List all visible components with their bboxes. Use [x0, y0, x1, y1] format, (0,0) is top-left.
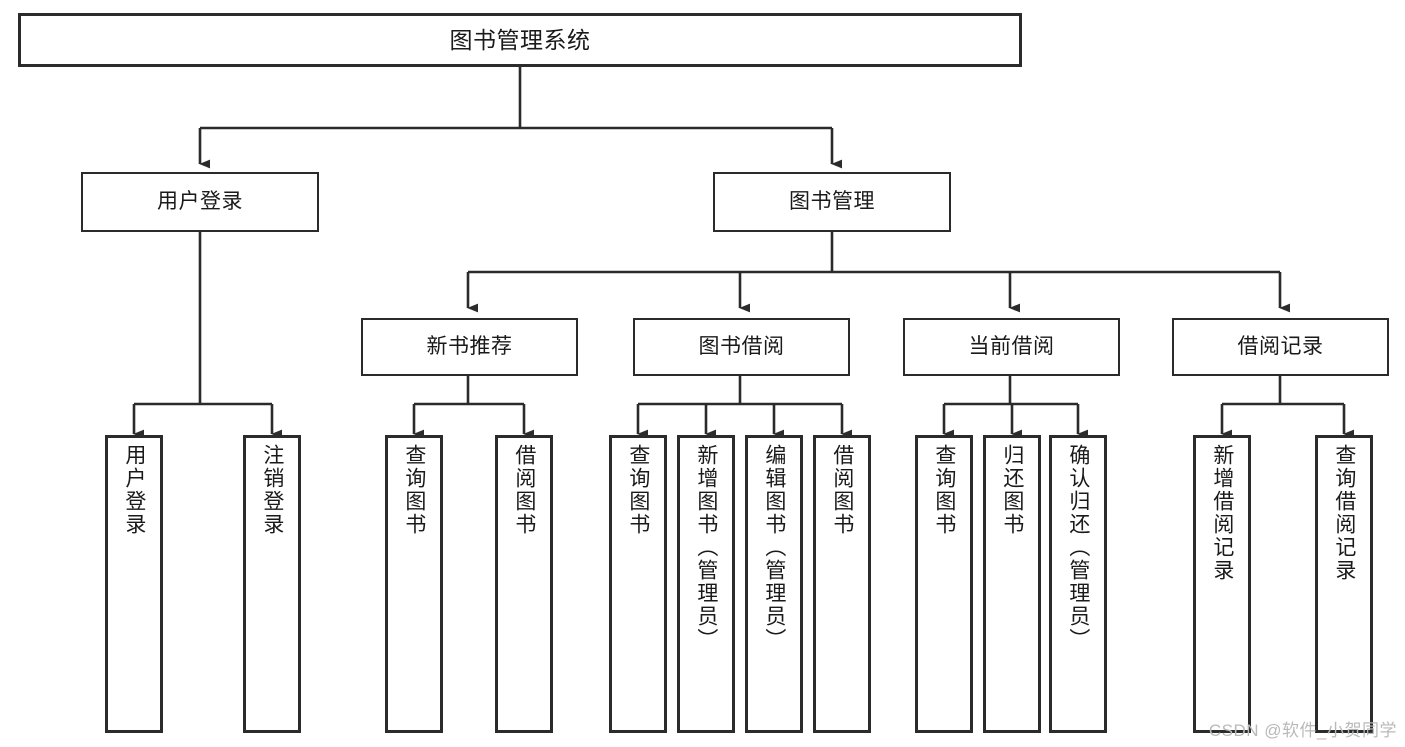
node-label: 图书管理系统	[449, 26, 591, 53]
node-label: 用户登录	[122, 444, 146, 536]
node-label: 借阅图书	[830, 444, 854, 536]
leaf-logout[interactable]: 注销登录	[243, 435, 301, 733]
node-label: 新书推荐	[426, 334, 513, 358]
node-label: 用户登录	[157, 189, 243, 213]
node-label: 新增借阅记录	[1210, 444, 1234, 582]
node-label: 借阅记录	[1237, 334, 1324, 358]
node-book-management-system[interactable]: 图书管理系统	[18, 13, 1022, 67]
leaf-current-return-book[interactable]: 归还图书	[983, 435, 1041, 733]
leaf-user-login[interactable]: 用户登录	[105, 435, 163, 733]
node-book-management[interactable]: 图书管理	[713, 172, 951, 232]
leaf-new-book-borrow[interactable]: 借阅图书	[495, 435, 553, 733]
node-book-borrow[interactable]: 图书借阅	[633, 318, 850, 376]
leaf-borrow-borrow-book[interactable]: 借阅图书	[813, 435, 871, 733]
node-label: 编辑图书（管理员）	[762, 444, 786, 651]
leaf-current-query-book[interactable]: 查询图书	[915, 435, 973, 733]
node-label: 确认归还（管理员）	[1066, 444, 1090, 651]
node-borrow-record[interactable]: 借阅记录	[1172, 318, 1389, 376]
leaf-record-add[interactable]: 新增借阅记录	[1193, 435, 1251, 733]
node-user-login[interactable]: 用户登录	[81, 172, 319, 232]
node-label: 借阅图书	[512, 444, 536, 536]
node-label: 注销登录	[260, 444, 284, 536]
leaf-borrow-query-book[interactable]: 查询图书	[609, 435, 667, 733]
node-label: 查询图书	[402, 444, 426, 536]
node-new-book-recommend[interactable]: 新书推荐	[361, 318, 578, 376]
node-current-borrow[interactable]: 当前借阅	[903, 318, 1120, 376]
node-label: 查询借阅记录	[1332, 444, 1356, 582]
node-label: 归还图书	[1000, 444, 1024, 536]
leaf-current-confirm-return-admin[interactable]: 确认归还（管理员）	[1049, 435, 1107, 733]
node-label: 查询图书	[626, 444, 650, 536]
leaf-record-query[interactable]: 查询借阅记录	[1315, 435, 1373, 733]
node-label: 图书借阅	[698, 334, 785, 358]
node-label: 图书管理	[789, 189, 875, 213]
csdn-watermark: CSDN @软件_小贺同学	[1208, 721, 1397, 740]
leaf-borrow-edit-book-admin[interactable]: 编辑图书（管理员）	[745, 435, 803, 733]
node-label: 当前借阅	[968, 334, 1055, 358]
node-label: 查询图书	[932, 444, 956, 536]
leaf-borrow-add-book-admin[interactable]: 新增图书（管理员）	[677, 435, 735, 733]
leaf-new-book-query[interactable]: 查询图书	[385, 435, 443, 733]
node-label: 新增图书（管理员）	[694, 444, 718, 651]
